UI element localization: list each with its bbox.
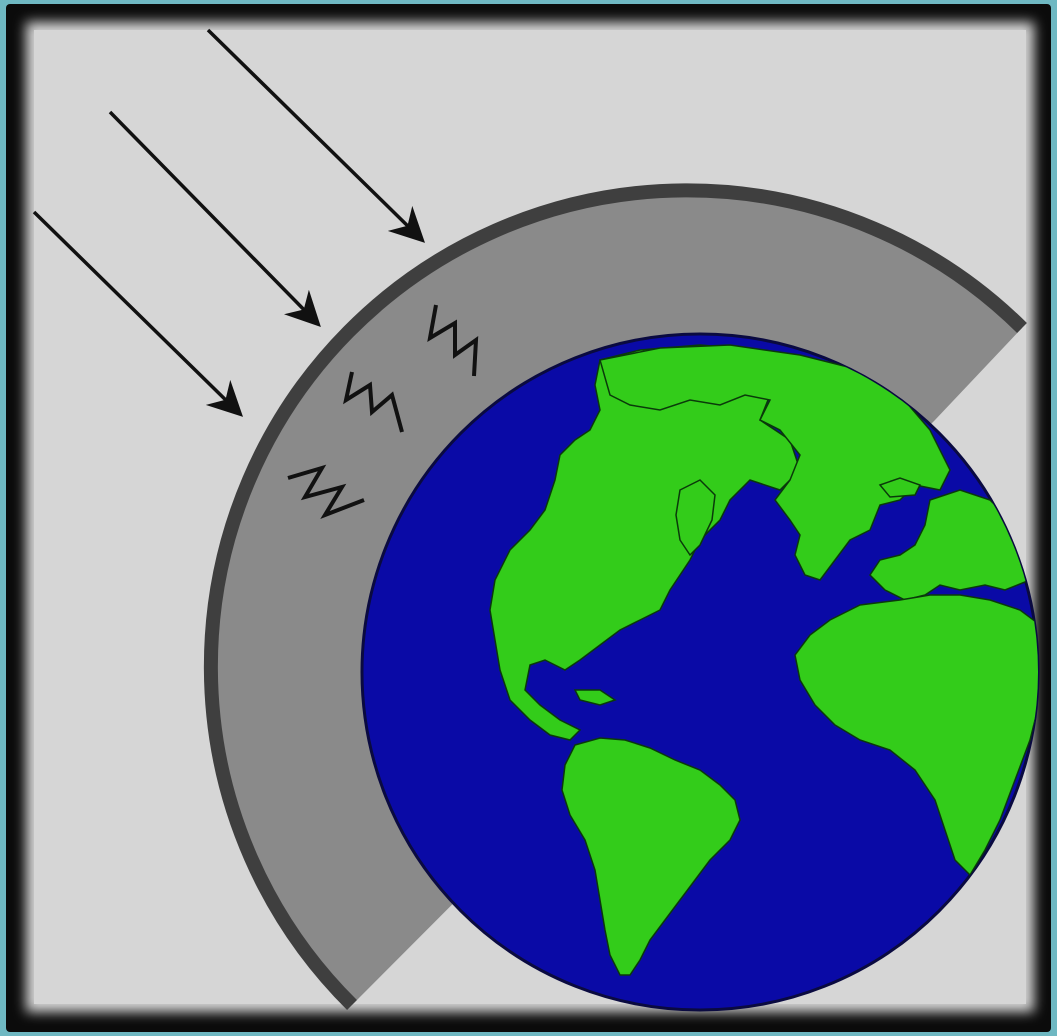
earth-globe-icon <box>362 334 1045 1010</box>
